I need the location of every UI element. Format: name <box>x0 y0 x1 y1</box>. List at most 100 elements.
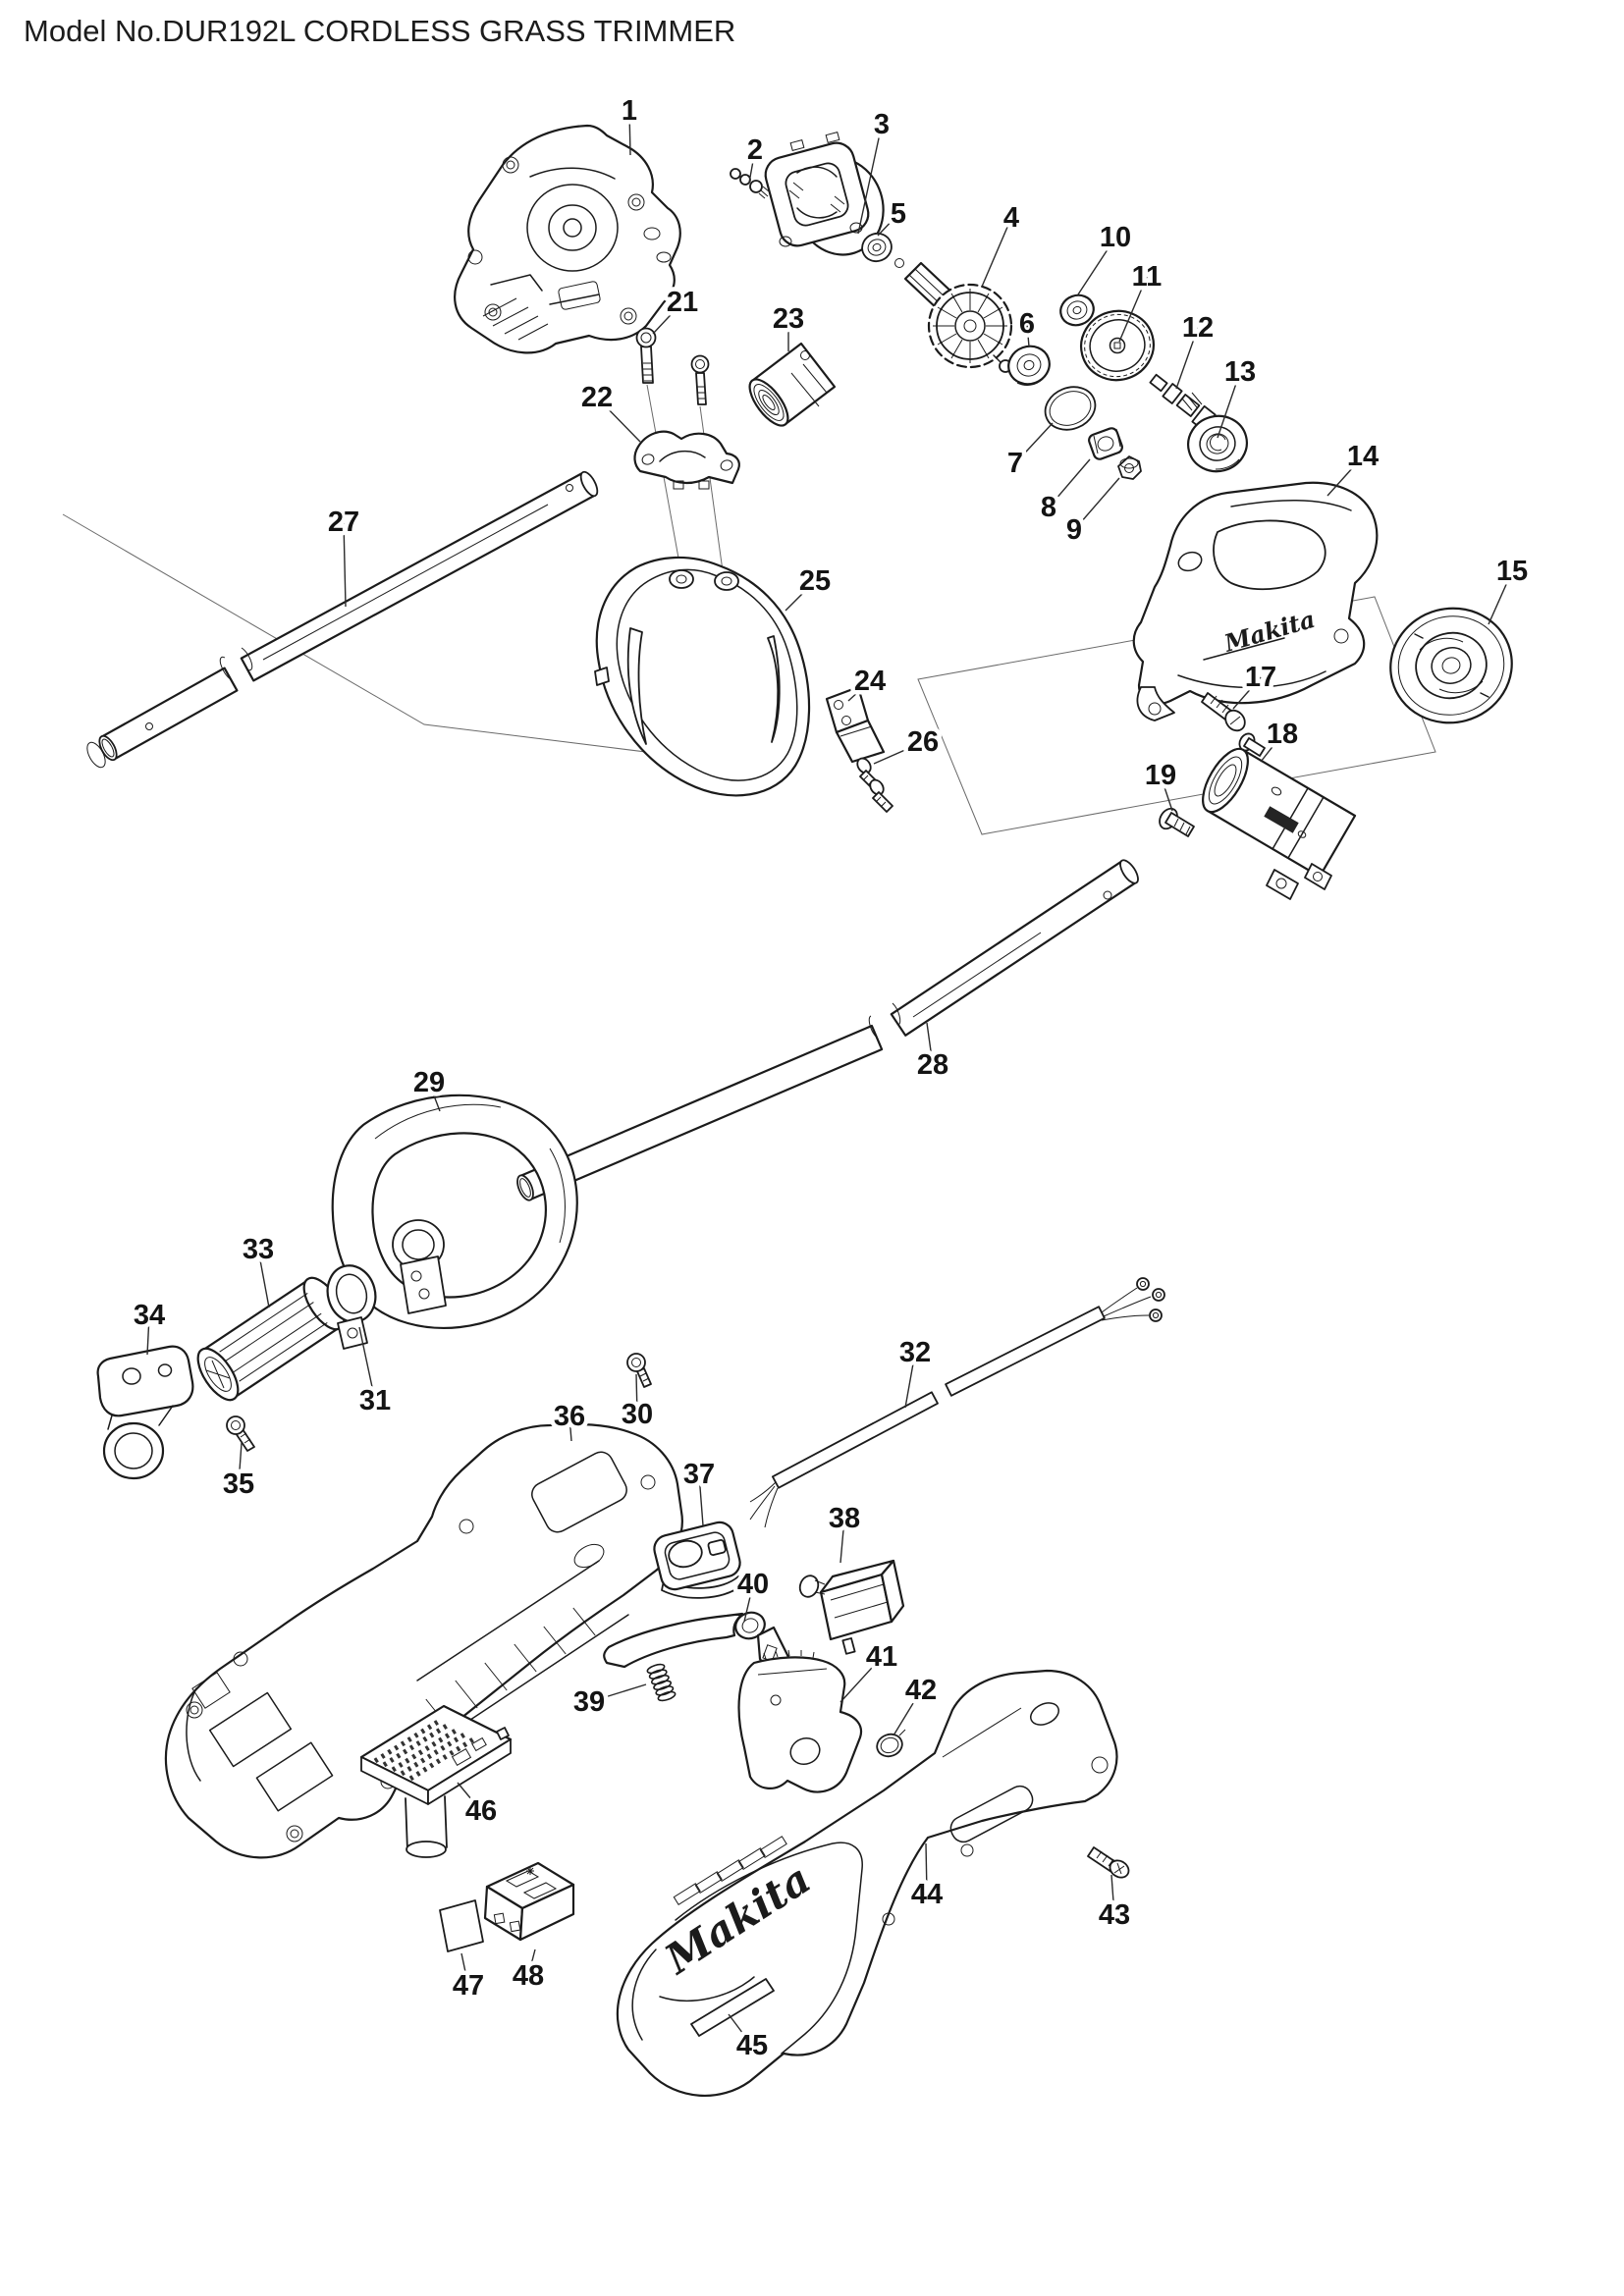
part-number-13: 13 <box>1224 356 1256 388</box>
leader-line-44 <box>925 1842 928 1896</box>
leader-line-22 <box>596 397 641 443</box>
part-number-21: 21 <box>667 287 698 318</box>
part-7-o-ring <box>1044 386 1097 431</box>
leader-line-35 <box>238 1442 243 1485</box>
part-44-housing-front: Makita <box>616 1669 1118 2098</box>
leader-line-45 <box>728 2013 753 2047</box>
part-number-46: 46 <box>465 1795 497 1827</box>
leader-line-38 <box>839 1518 845 1564</box>
leader-line-24 <box>847 680 871 702</box>
part-2-screws <box>730 168 770 199</box>
part-19-bolt <box>1159 807 1195 837</box>
part-number-36: 36 <box>554 1401 585 1432</box>
part-number-3: 3 <box>874 109 890 140</box>
leader-line-17 <box>1232 676 1262 710</box>
part-number-43: 43 <box>1099 1899 1130 1931</box>
part-number-47: 47 <box>453 1970 484 2002</box>
part-32-wiring <box>749 1277 1165 1528</box>
part-39-spring <box>646 1663 677 1702</box>
part-42-ring <box>876 1729 906 1758</box>
callout-layer: 1234567891011121314151718192122232425262… <box>129 91 1532 2066</box>
part-34-hanger <box>96 1345 194 1480</box>
part-6-bearing <box>1007 345 1051 386</box>
leader-line-40 <box>743 1583 754 1623</box>
part-9-nut <box>1117 455 1142 480</box>
leader-line-42 <box>893 1689 922 1736</box>
leader-line-30 <box>635 1373 638 1415</box>
leader-line-29 <box>428 1082 441 1112</box>
leader-line-27 <box>343 521 347 608</box>
part-number-17: 17 <box>1245 662 1276 693</box>
part-number-35: 35 <box>223 1468 254 1500</box>
part-number-32: 32 <box>899 1337 931 1368</box>
leader-line-4 <box>981 217 1012 288</box>
leader-line-6 <box>1026 323 1030 347</box>
leader-line-9 <box>1073 477 1120 531</box>
part-number-38: 38 <box>829 1503 860 1534</box>
leader-line-33 <box>257 1249 270 1308</box>
part-18-coupler <box>1202 732 1357 900</box>
part-35-bolt <box>226 1415 255 1452</box>
part-14-head-housing: Makita <box>1132 481 1379 721</box>
part-29-loop-handle <box>331 1094 578 1329</box>
part-number-15: 15 <box>1496 556 1528 587</box>
part-number-9: 9 <box>1066 514 1082 546</box>
part-number-44: 44 <box>911 1879 943 1910</box>
leader-line-5 <box>877 213 899 237</box>
part-number-18: 18 <box>1267 719 1298 750</box>
part-21-bolts <box>635 327 710 405</box>
part-13-holder <box>1187 414 1248 473</box>
part-number-42: 42 <box>905 1675 937 1706</box>
part-45-label <box>690 1978 775 2037</box>
leader-line-19 <box>1160 774 1173 812</box>
part-number-25: 25 <box>799 565 831 597</box>
part-31-clamp-ring <box>326 1264 377 1350</box>
part-number-29: 29 <box>413 1067 445 1098</box>
leader-line-36 <box>568 1415 572 1442</box>
part-number-2: 2 <box>747 134 763 166</box>
part-48-terminal <box>483 1861 575 1942</box>
part-number-8: 8 <box>1041 492 1056 523</box>
leader-line-14 <box>1326 455 1364 497</box>
part-41-trigger <box>737 1649 863 1793</box>
part-number-14: 14 <box>1347 441 1379 472</box>
part-47-label <box>439 1899 484 1952</box>
part-number-5: 5 <box>891 198 906 230</box>
part-10-bearing <box>1059 294 1095 327</box>
part-number-37: 37 <box>683 1459 715 1490</box>
leader-line-13 <box>1217 371 1241 439</box>
part-15-spool-cover <box>1389 607 1513 724</box>
part-number-27: 27 <box>328 507 359 538</box>
part-8-sleeve <box>1088 427 1123 460</box>
part-number-33: 33 <box>243 1234 274 1265</box>
leader-line-3 <box>857 124 883 235</box>
part-number-23: 23 <box>773 303 804 335</box>
part-4-armature <box>894 258 1013 373</box>
part-number-40: 40 <box>737 1569 769 1600</box>
page-title: Model No.DUR192L CORDLESS GRASS TRIMMER <box>24 14 736 48</box>
part-27-upper-pipe <box>86 470 599 769</box>
leader-line-37 <box>698 1473 704 1526</box>
part-22-bracket <box>633 430 740 490</box>
leader-line-10 <box>1077 237 1116 295</box>
part-number-39: 39 <box>573 1686 605 1718</box>
leader-line-15 <box>1488 570 1513 625</box>
part-number-12: 12 <box>1182 312 1214 344</box>
part-17-screw <box>1201 692 1246 732</box>
leader-line-7 <box>1014 422 1054 464</box>
part-number-45: 45 <box>736 2030 768 2061</box>
part-24-cutter-bracket <box>825 685 886 764</box>
leader-line-2 <box>748 149 756 184</box>
leader-line-21 <box>652 301 683 335</box>
part-23-sleeve <box>748 342 837 427</box>
leader-line-39 <box>588 1683 647 1703</box>
part-number-6: 6 <box>1019 308 1035 340</box>
leader-line-41 <box>839 1656 883 1703</box>
part-number-22: 22 <box>581 382 613 413</box>
part-number-31: 31 <box>359 1385 391 1416</box>
part-number-30: 30 <box>622 1399 653 1430</box>
leader-line-1 <box>628 110 631 156</box>
part-number-11: 11 <box>1132 261 1163 293</box>
part-number-28: 28 <box>917 1049 948 1081</box>
